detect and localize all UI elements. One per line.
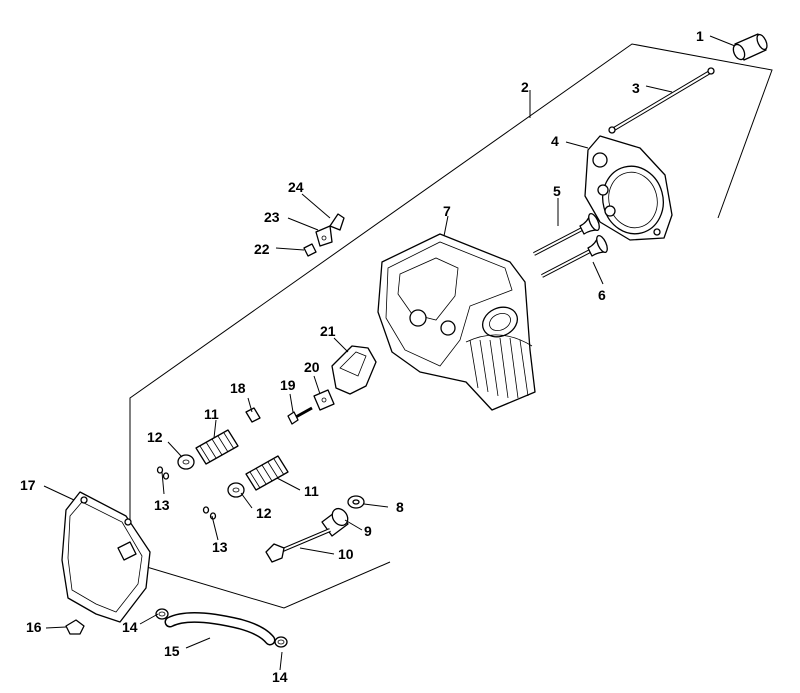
leader-lines (43, 35, 736, 671)
callout-14a: 14 (122, 619, 138, 635)
callout-9: 9 (364, 523, 372, 539)
part-8-washer (347, 495, 365, 509)
part-11-valve-spring-lower (245, 455, 289, 491)
callout-10: 10 (338, 546, 354, 562)
part-5-valve (533, 213, 600, 256)
callout-12b: 12 (256, 505, 272, 521)
part-12-retainer-upper (177, 454, 195, 470)
callout-15: 15 (164, 643, 180, 659)
callout-8: 8 (396, 499, 404, 515)
callout-13a: 13 (154, 497, 170, 513)
callout-16: 16 (26, 619, 42, 635)
part-14-clamp-upper (155, 608, 169, 620)
part-6-valve (541, 235, 608, 278)
callout-3: 3 (632, 80, 640, 96)
part-24-bracket (329, 213, 345, 231)
callout-1: 1 (696, 28, 704, 44)
callout-14b: 14 (272, 669, 288, 685)
part-12-retainer-lower (227, 482, 245, 498)
part-16-screw (65, 619, 85, 635)
callout-24: 24 (288, 179, 304, 195)
callout-4: 4 (551, 133, 559, 149)
part-10-stud (265, 528, 331, 563)
part-17-valve-cover (61, 491, 151, 623)
part-13-keepers-upper (156, 466, 170, 480)
part-23-bracket (315, 225, 333, 247)
part-1-lifter (732, 33, 768, 61)
assembly-outline (129, 43, 773, 609)
part-19-adjuster-screw (287, 406, 313, 425)
part-14-clamp-lower (274, 636, 288, 648)
part-4-head-gasket (584, 135, 673, 241)
part-20-pivot (313, 389, 335, 411)
part-13-keepers-lower (202, 506, 217, 520)
callout-13b: 13 (212, 539, 228, 555)
part-15-breather-hose (164, 611, 276, 646)
part-18-plug (245, 407, 261, 423)
callout-7: 7 (443, 203, 451, 219)
callout-22: 22 (254, 241, 270, 257)
callout-11b: 11 (304, 483, 319, 499)
callout-19: 19 (280, 377, 296, 393)
callout-labels: 1 2 3 4 5 6 7 8 9 10 11 11 12 12 13 13 1… (20, 28, 704, 685)
callout-21: 21 (320, 323, 336, 339)
part-3-push-rod (608, 67, 715, 134)
callout-18: 18 (230, 380, 246, 396)
part-11-valve-spring-upper (195, 429, 239, 465)
part-21-rocker-arm (331, 345, 377, 395)
callout-23: 23 (264, 209, 280, 225)
callout-11a: 11 (204, 406, 219, 422)
part-22-screw (303, 243, 317, 257)
callout-6: 6 (598, 287, 606, 303)
callout-20: 20 (304, 359, 320, 375)
callout-5: 5 (553, 183, 561, 199)
callout-12a: 12 (147, 429, 163, 445)
callout-2: 2 (521, 79, 529, 95)
callout-17: 17 (20, 477, 36, 493)
part-7-cylinder-head (377, 233, 536, 411)
